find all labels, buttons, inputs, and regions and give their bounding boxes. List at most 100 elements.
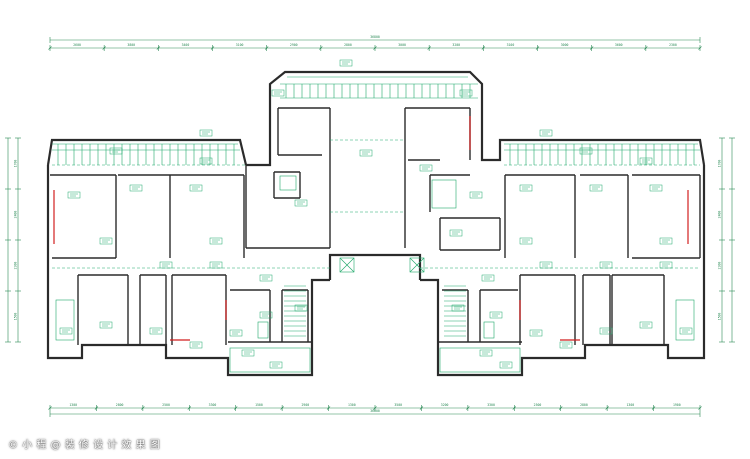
top-dimension-slash xyxy=(102,46,106,50)
annotation-tag xyxy=(339,59,353,67)
bottom-dimension-total-label: 36800 xyxy=(370,409,380,413)
annotation-tag xyxy=(499,361,513,369)
annotation-tag xyxy=(539,261,553,269)
top-dimension-segment-label: 3000 xyxy=(561,43,569,47)
annotation-tag xyxy=(189,184,203,192)
bottom-dimension-slash xyxy=(94,406,99,410)
left-wing-outer-wall xyxy=(46,165,330,377)
top-dimension-slash xyxy=(319,46,323,50)
watermark: © 小 程 @ 装 修 设 计 效 果 图 xyxy=(8,440,161,451)
annotation-tag xyxy=(659,237,673,245)
bottom-dimension-segment-label: 1300 xyxy=(627,403,635,407)
top-dimension-segment-label: 2900 xyxy=(290,43,298,47)
bottom-dimension-slash xyxy=(605,406,609,410)
bottom-dimension-slash xyxy=(234,406,238,410)
annotation-tag xyxy=(599,327,613,335)
elevator-symbol xyxy=(339,257,355,273)
bottom-dimension-slash xyxy=(373,406,377,410)
annotation-tag xyxy=(99,321,113,329)
bottom-dimension-slash xyxy=(512,406,516,410)
annotation-tag xyxy=(451,304,465,312)
annotation-tag xyxy=(519,184,533,192)
annotation-tag xyxy=(649,184,663,192)
annotation-tag xyxy=(129,184,143,192)
bottom-dimension-segment-label: 2900 xyxy=(302,403,310,407)
top-dimension-slash xyxy=(481,46,486,50)
annotation-tag xyxy=(67,191,81,199)
annotation-tag xyxy=(449,229,463,237)
annotation-tag xyxy=(209,237,223,245)
annotation-tag xyxy=(639,157,653,165)
fixture-box xyxy=(257,321,269,339)
elevator-cross xyxy=(409,257,425,273)
annotation-tag xyxy=(539,129,553,137)
bottom-dimension-segment-label: 3300 xyxy=(487,403,495,407)
annotation-tag xyxy=(359,149,373,157)
bottom-dimension-slash xyxy=(48,406,52,410)
top-dimension-segment-label: 3100 xyxy=(236,43,244,47)
annotation-tag xyxy=(259,311,273,319)
top-dimension-segment-label: 3600 xyxy=(615,43,623,47)
bottom-dimension-segment-label: 1900 xyxy=(673,403,681,407)
bottom-dimension-segment-label: 1500 xyxy=(255,403,263,407)
bottom-dimension-slash xyxy=(651,406,656,410)
left-dimension-segment-label: 2400 xyxy=(14,211,18,219)
top-dimension-segment-label: 3400 xyxy=(182,43,190,47)
top-dimension-slash xyxy=(210,46,215,50)
utility-room xyxy=(439,347,521,373)
annotation-tag xyxy=(659,261,673,269)
bottom-dimension-segment-label: 1300 xyxy=(69,403,77,407)
annotation-tag xyxy=(199,129,213,137)
bottom-dimension-slash xyxy=(419,406,424,410)
annotation-tag xyxy=(559,341,573,349)
top-dimension-segment-label: 3100 xyxy=(507,43,515,47)
annotation-tag xyxy=(241,349,255,357)
top-dimension-segment-label: 3000 xyxy=(398,43,406,47)
fixture-box xyxy=(279,175,297,191)
right-wing-outer-wall xyxy=(420,165,706,377)
top-dimension-slash xyxy=(698,46,702,50)
bottom-dimension-slash xyxy=(141,406,145,410)
elevator-cross xyxy=(339,257,355,273)
corridor-wall xyxy=(328,253,422,280)
bottom-dimension-slash xyxy=(280,406,284,410)
top-dimension-slash xyxy=(644,46,648,50)
annotation-tag xyxy=(579,147,593,155)
top-dimension-slash xyxy=(589,46,594,50)
right-dimension-segment-label: 2400 xyxy=(718,211,722,219)
annotation-tag xyxy=(639,321,653,329)
fixture-box xyxy=(431,179,457,209)
left-balcony-wall xyxy=(46,138,248,166)
left-dimension-segment-label: 1500 xyxy=(14,313,18,321)
top-dimension-segment-label: 2800 xyxy=(344,43,352,47)
annotation-tag xyxy=(109,147,123,155)
top-dimension-segment-label: 3800 xyxy=(127,43,135,47)
bottom-dimension-segment-label: 1300 xyxy=(348,403,356,407)
top-dimension-slash xyxy=(535,46,540,50)
bottom-dimension-slash xyxy=(326,406,331,410)
bottom-dimension-segment-label: 2800 xyxy=(580,403,588,407)
annotation-tag xyxy=(59,327,73,335)
bottom-dimension-segment-label: 3300 xyxy=(209,403,217,407)
annotation-tag xyxy=(259,274,273,282)
annotation-tag xyxy=(519,237,533,245)
annotation-tag xyxy=(269,361,283,369)
annotation-tag xyxy=(199,157,213,165)
annotation-tag xyxy=(481,274,495,282)
fixture-box xyxy=(675,299,695,341)
bottom-dimension-segment-label: 2500 xyxy=(162,403,170,407)
bottom-dimension-slash xyxy=(559,406,563,410)
annotation-tag xyxy=(229,329,243,337)
annotation-tag xyxy=(271,89,285,97)
bottom-dimension-slash xyxy=(466,406,470,410)
annotation-tag xyxy=(479,349,493,357)
interior-details xyxy=(52,76,700,373)
top-dimension-slash xyxy=(48,46,52,50)
bottom-dimension-slash xyxy=(187,406,191,410)
annotation-tag xyxy=(599,261,613,269)
top-dimension-slash xyxy=(156,46,161,50)
annotation-tag xyxy=(529,329,543,337)
bottom-dimension-segment-label: 2800 xyxy=(116,403,124,407)
